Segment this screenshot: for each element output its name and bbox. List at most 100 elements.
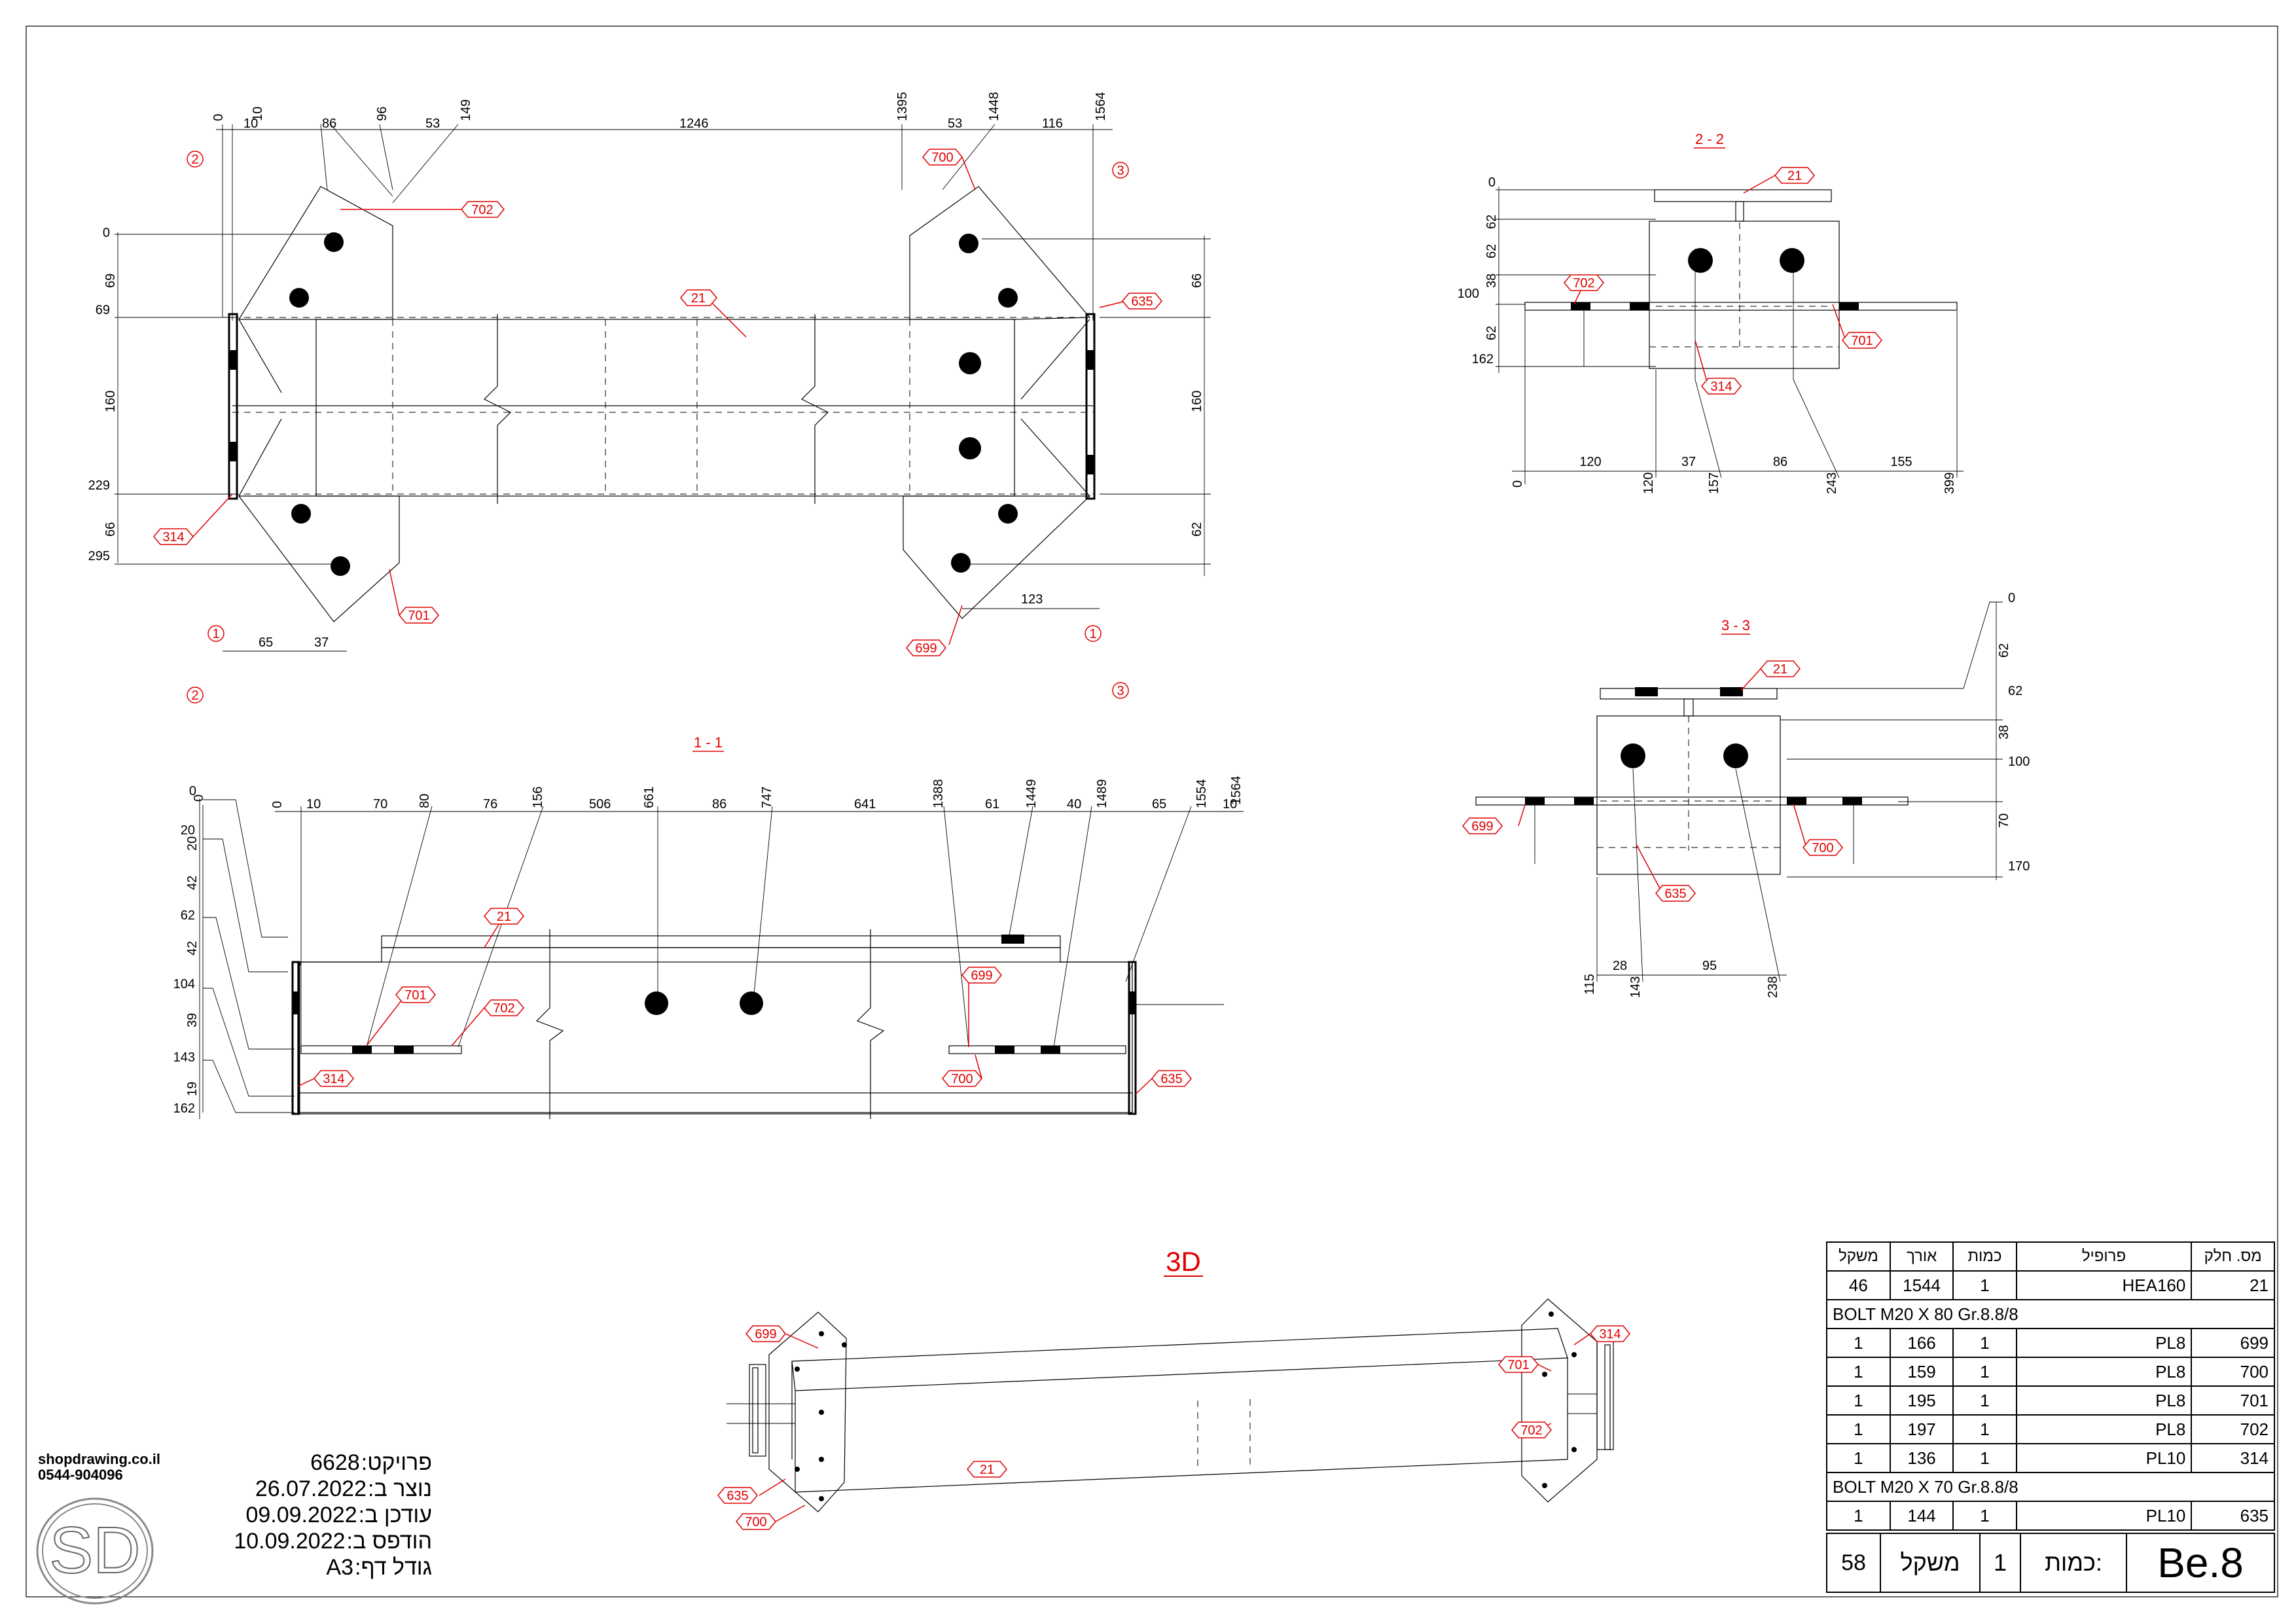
part-tag-635: 635 (1122, 293, 1162, 310)
svg-text:635: 635 (726, 1489, 748, 1503)
part-tag-701: 701 (1842, 332, 1882, 349)
part-tag-702: 702 (1564, 274, 1604, 291)
svg-text:3: 3 (1117, 164, 1124, 178)
info-printed: 10.09.2022:הודפס ב (234, 1529, 432, 1554)
svg-text:21: 21 (691, 291, 706, 306)
part-tag-314: 314 (1701, 378, 1742, 395)
svg-text:162: 162 (173, 1101, 195, 1116)
svg-text:699: 699 (971, 969, 992, 983)
svg-text:42: 42 (185, 876, 200, 890)
bom-header-profile: פרופיל (2015, 1241, 2193, 1272)
svg-text:160: 160 (1190, 391, 1204, 412)
table-row: BOLT M20 X 80 Gr.8.8/8 (1826, 1299, 2275, 1329)
svg-text:701: 701 (404, 988, 426, 1003)
svg-text:155: 155 (1890, 455, 1912, 469)
svg-text:747: 747 (760, 787, 774, 808)
svg-text:156: 156 (531, 787, 545, 808)
part-tag-701: 701 (1498, 1356, 1539, 1373)
svg-text:661: 661 (642, 787, 656, 808)
svg-text:21: 21 (497, 910, 511, 924)
svg-text:314: 314 (1599, 1327, 1621, 1342)
svg-text:314: 314 (1710, 380, 1732, 394)
part-tag-701: 701 (399, 607, 439, 624)
svg-text:65: 65 (1152, 797, 1166, 812)
table-row: 1 144 1 PL10 635 (1826, 1501, 2275, 1531)
part-tag-701: 701 (395, 986, 436, 1003)
svg-text:38: 38 (1997, 725, 2011, 740)
svg-text:53: 53 (425, 116, 440, 131)
svg-text:62: 62 (1997, 643, 2011, 658)
info-sheet-size: A3:גודל דף (326, 1555, 432, 1580)
svg-text:20: 20 (181, 823, 195, 838)
svg-text:314: 314 (162, 530, 184, 544)
svg-text:80: 80 (418, 794, 432, 808)
svg-text:701: 701 (408, 609, 429, 623)
svg-text:86: 86 (322, 116, 336, 131)
svg-text:699: 699 (755, 1327, 776, 1342)
bom-header-part: מס. חלק (2191, 1241, 2275, 1272)
svg-text:21: 21 (1787, 169, 1802, 183)
section-3-3: 3 - 3 0 62 62 38 100 70 170 (1462, 591, 2030, 998)
part-tag-635: 635 (1655, 885, 1696, 902)
section-1-1: 1 - 1 0 0 10 70 80 76 156 506 661 86 747… (173, 734, 1244, 1119)
title-3d: 3D (1166, 1246, 1201, 1277)
table-row: BOLT M20 X 70 Gr.8.8/8 (1826, 1472, 2275, 1502)
svg-text:69: 69 (96, 303, 110, 317)
svg-text:39: 39 (185, 1013, 200, 1027)
section-marker-1 (207, 625, 1102, 642)
svg-text:295: 295 (88, 549, 110, 563)
part-tag-314: 314 (314, 1070, 354, 1087)
section-marker-3 (1112, 162, 1129, 699)
bom-header-weight: משקל (1826, 1241, 1891, 1272)
svg-text:66: 66 (1190, 274, 1204, 288)
part-tag-702: 702 (484, 999, 524, 1016)
table-row: 1 136 1 PL10 314 (1826, 1443, 2275, 1473)
svg-text:20: 20 (185, 836, 200, 851)
svg-text:62: 62 (1484, 215, 1499, 229)
svg-text:95: 95 (1702, 959, 1717, 973)
svg-text:702: 702 (493, 1001, 514, 1016)
svg-text:170: 170 (2008, 859, 2030, 874)
part-tag-702: 702 (461, 201, 505, 218)
svg-text:123: 123 (1021, 592, 1043, 607)
svg-text:1246: 1246 (679, 116, 709, 131)
svg-text:0: 0 (189, 784, 196, 798)
part-tag-699: 699 (961, 967, 1002, 984)
svg-text:37: 37 (314, 635, 329, 650)
svg-text:3: 3 (1117, 684, 1124, 698)
assembly-qty-value: 1 (1981, 1534, 2021, 1592)
svg-text:0: 0 (192, 794, 206, 802)
svg-text:0: 0 (211, 114, 226, 121)
svg-text:0: 0 (270, 801, 285, 808)
plan-view: 0 10 10 86 96 53 149 1246 1395 53 1448 1… (88, 92, 1211, 704)
svg-text:76: 76 (483, 797, 497, 812)
svg-text:702: 702 (471, 203, 493, 217)
svg-text:SD: SD (50, 1514, 141, 1587)
title-block-footer: 58 משקל 1 כמות: Be.8 (1826, 1533, 2275, 1593)
svg-text:635: 635 (1131, 294, 1153, 309)
svg-text:699: 699 (1471, 819, 1493, 834)
svg-text:700: 700 (931, 151, 953, 165)
svg-text:0: 0 (103, 226, 110, 240)
svg-text:701: 701 (1507, 1358, 1529, 1372)
bom-header-qty: כמות (1952, 1241, 2017, 1272)
svg-text:635: 635 (1664, 887, 1686, 901)
svg-text:243: 243 (1825, 473, 1839, 494)
svg-text:702: 702 (1573, 276, 1594, 291)
svg-text:116: 116 (1042, 116, 1063, 131)
part-tag-21: 21 (967, 1461, 1007, 1478)
svg-text:70: 70 (1997, 813, 2011, 828)
part-tag-700: 700 (922, 149, 963, 166)
svg-text:42: 42 (185, 941, 200, 955)
svg-text:19: 19 (185, 1082, 200, 1096)
info-project: 6628:פרויקט (310, 1450, 432, 1475)
svg-text:635: 635 (1160, 1072, 1182, 1086)
svg-text:143: 143 (173, 1050, 195, 1065)
svg-text:1388: 1388 (931, 779, 946, 809)
section-2-2: 2 - 2 0 62 62 38 100 62 162 (1458, 131, 1964, 494)
part-tag-21: 21 (680, 289, 717, 306)
svg-text:1: 1 (1089, 627, 1096, 641)
svg-text:162: 162 (1472, 352, 1494, 366)
svg-text:115: 115 (1583, 974, 1597, 995)
part-tag-702: 702 (1511, 1421, 1552, 1438)
